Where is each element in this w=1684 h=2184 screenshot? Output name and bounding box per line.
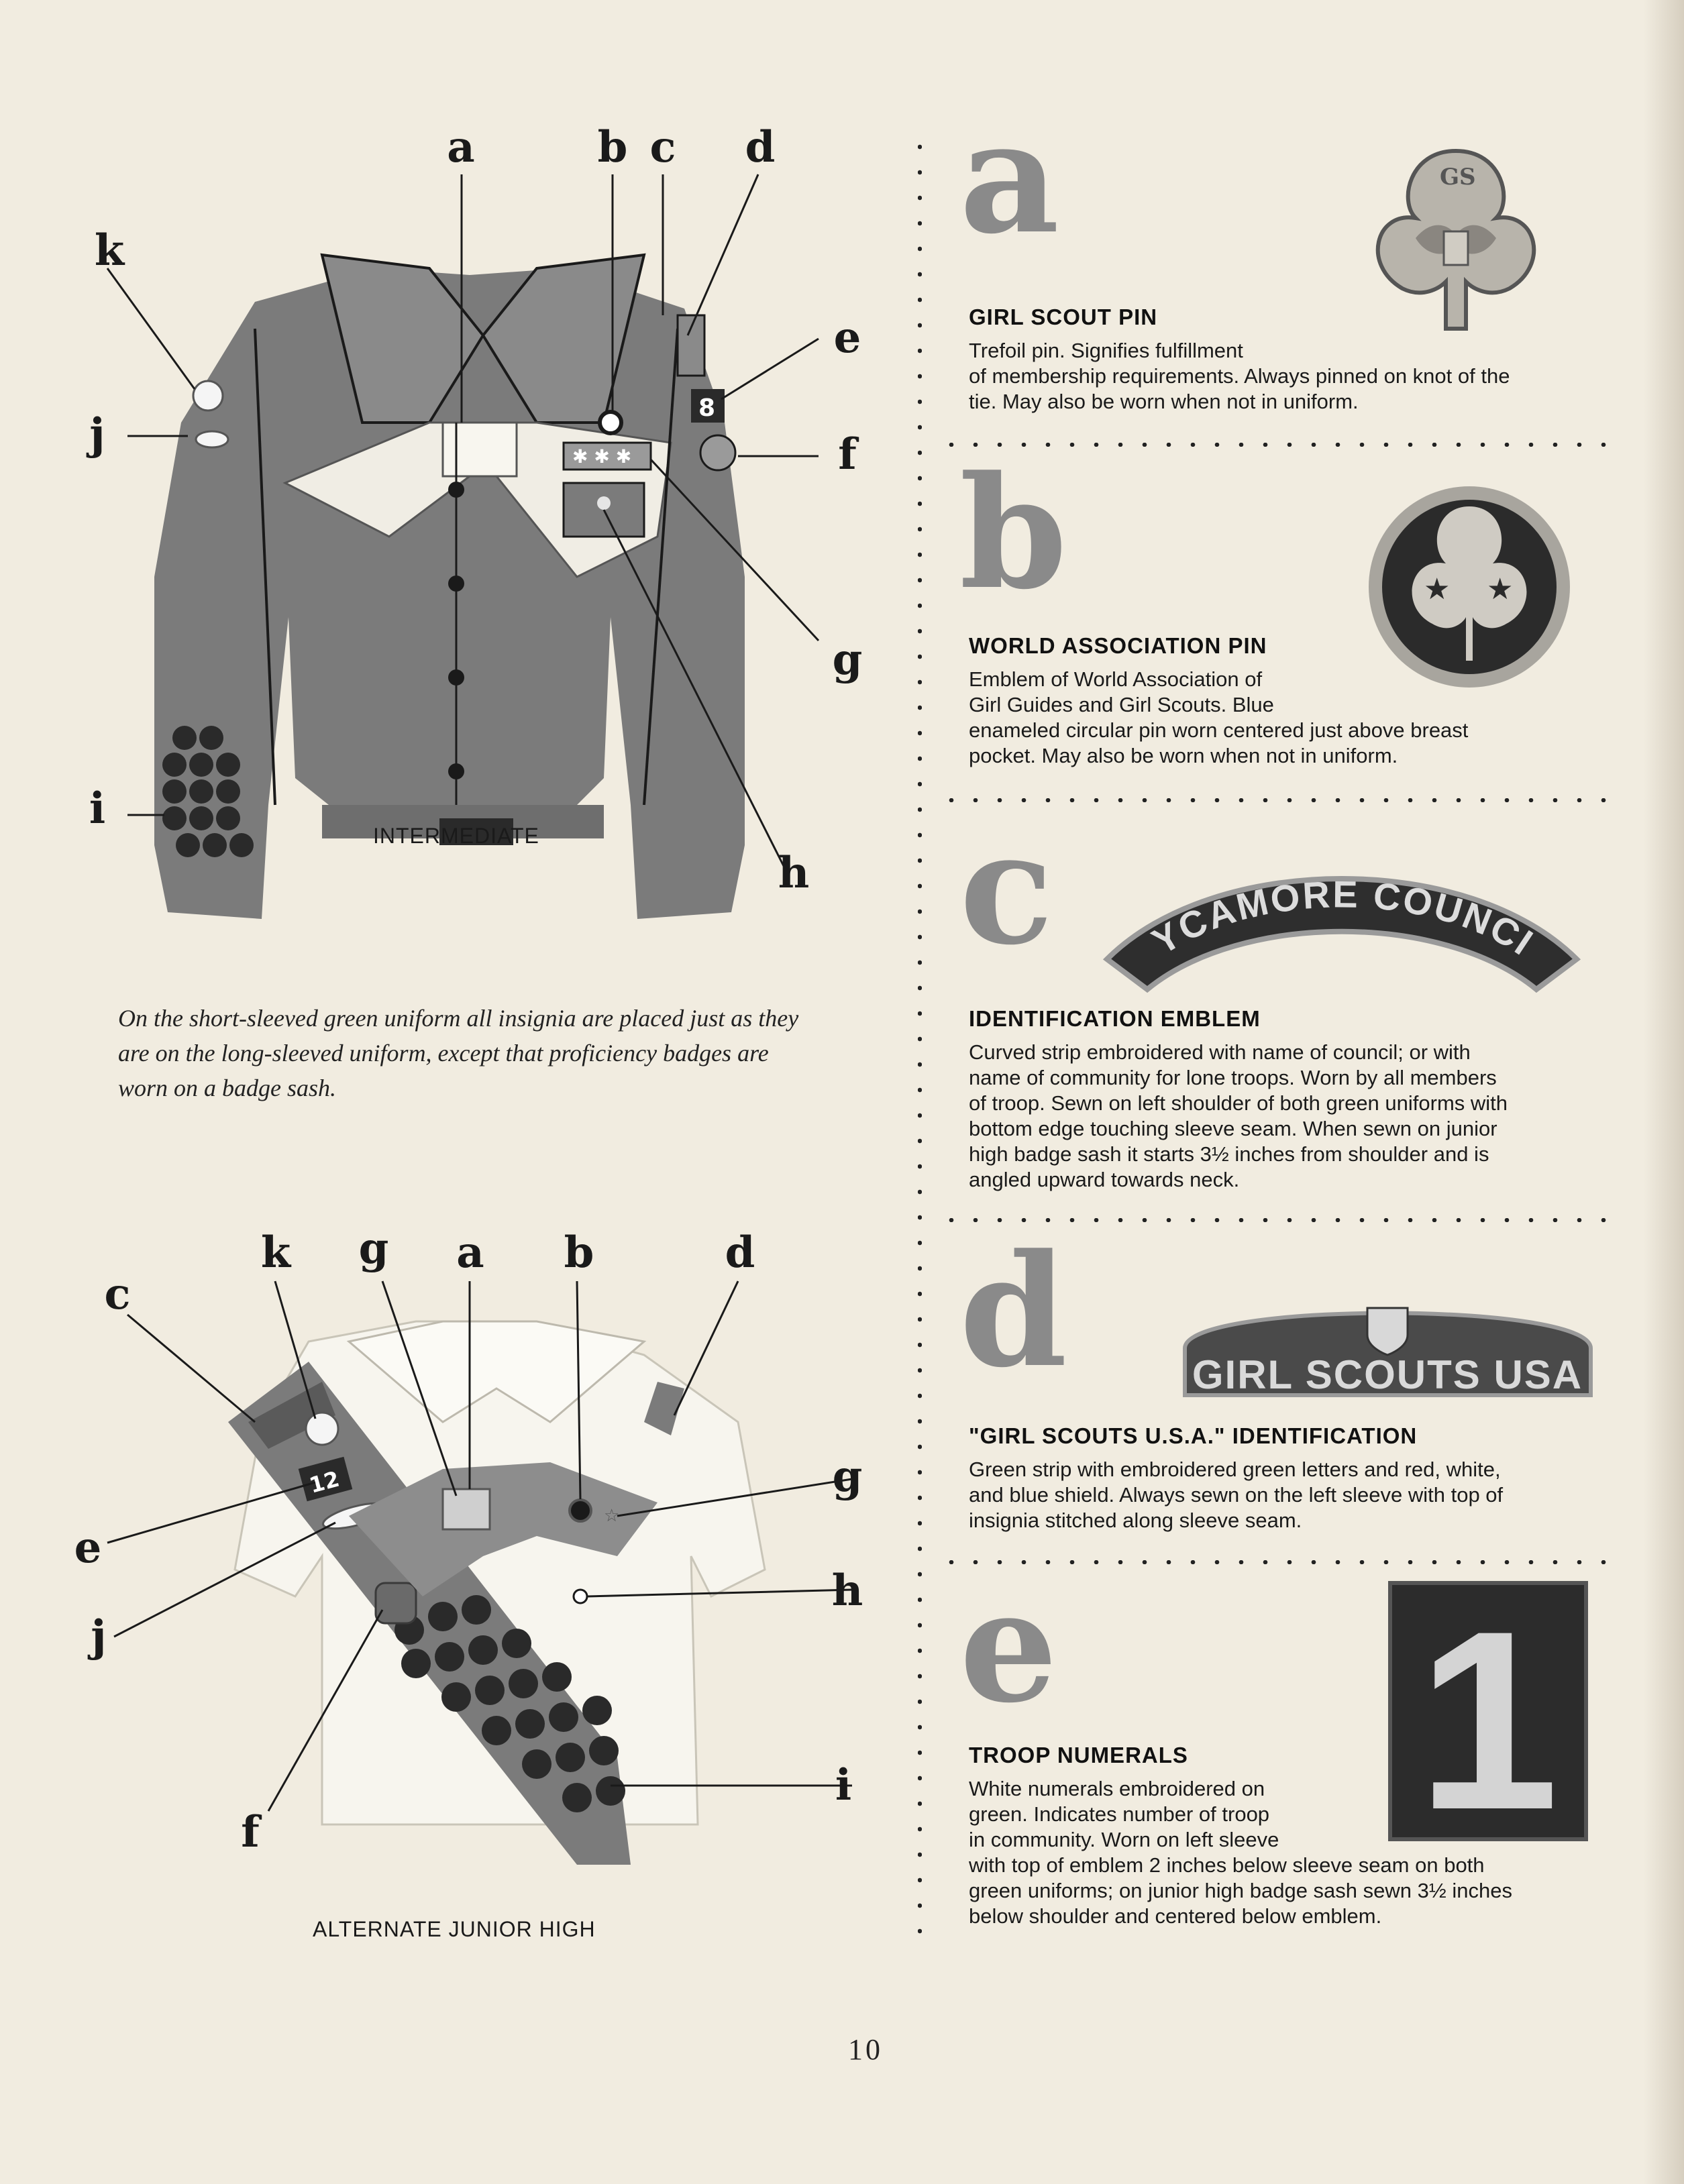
bottom-label-e: e [74, 1523, 102, 1573]
top-label-j: j [89, 409, 105, 459]
section-a-body: Trefoil pin. Signifies fulfillment of me… [969, 338, 1599, 415]
top-label-f: f [838, 429, 857, 480]
section-a-line-3: tie. May also be worn when not in unifor… [969, 390, 1359, 413]
bottom-label-a: a [456, 1227, 484, 1278]
section-d-line-1: Green strip with embroidered green lette… [969, 1458, 1501, 1481]
top-label-a: a [447, 122, 475, 172]
section-b-line-2: Girl Guides and Girl Scouts. Blue [969, 693, 1274, 716]
section-e-line-6: below shoulder and centered below emblem… [969, 1904, 1382, 1928]
section-d-line-3: insignia stitched along sleeve seam. [969, 1509, 1302, 1532]
bottom-label-d: d [725, 1227, 755, 1278]
junior-high-caption: ALTERNATE JUNIOR HIGH [313, 1917, 596, 1941]
section-e-line-3: in community. Worn on left sleeve [969, 1828, 1279, 1851]
section-c-line-2: name of community for lone troops. Worn … [969, 1066, 1497, 1089]
top-label-h: h [778, 848, 810, 898]
section-divider-2 [939, 798, 1610, 802]
section-a-letter: a [959, 87, 1060, 268]
sycamore-council-strip-image: SYCAMORE COUNCIL [1094, 825, 1581, 993]
section-divider-4 [939, 1560, 1610, 1564]
bottom-label-h: h [831, 1566, 863, 1616]
section-c-title: IDENTIFICATION EMBLEM [969, 1006, 1261, 1031]
column-divider [918, 134, 922, 1939]
section-e-letter: e [959, 1556, 1058, 1737]
page-number: 10 [848, 2033, 883, 2066]
section-b-body: Emblem of World Association of Girl Guid… [969, 667, 1599, 769]
bottom-label-f: f [241, 1807, 260, 1857]
top-label-k: k [94, 225, 125, 276]
bottom-label-g2: g [832, 1452, 863, 1502]
short-sleeve-note: On the short-sleeved green uniform all i… [118, 1005, 799, 1101]
svg-text:★: ★ [1487, 572, 1513, 606]
junior-high-uniform-illustration: 12 ☆ [107, 1280, 853, 1865]
section-c-line-3: of troop. Sewn on left shoulder of both … [969, 1091, 1508, 1115]
section-e-line-4: with top of emblem 2 inches below sleeve… [969, 1853, 1485, 1877]
top-label-g: g [832, 635, 863, 685]
page-edge-shadow [1644, 0, 1684, 2184]
girl-scouts-usa-strip-image: GIRL SCOUTS USA [1183, 1307, 1593, 1397]
section-e-line-2: green. Indicates number of troop [969, 1802, 1270, 1826]
svg-text:★: ★ [1424, 572, 1450, 606]
section-a-title: GIRL SCOUT PIN [969, 305, 1158, 329]
section-e-body: White numerals embroidered on green. Ind… [969, 1776, 1599, 1929]
world-association-pin-image: ★ ★ [1369, 486, 1570, 688]
section-b-line-1: Emblem of World Association of [969, 667, 1263, 691]
section-c-line-4: bottom edge touching sleeve seam. When s… [969, 1117, 1497, 1140]
sash-badges [394, 1595, 625, 1812]
section-divider-1 [939, 443, 1610, 447]
section-c-line-6: angled upward towards neck. [969, 1168, 1240, 1191]
section-d-line-2: and blue shield. Always sewn on the left… [969, 1483, 1504, 1507]
bottom-label-c: c [104, 1269, 131, 1319]
section-c-line-1: Curved strip embroidered with name of co… [969, 1040, 1471, 1064]
top-label-b: b [597, 122, 628, 172]
section-c-letter: c [959, 798, 1054, 979]
svg-text:☆: ☆ [604, 1506, 619, 1526]
bottom-label-g: g [358, 1223, 389, 1274]
bottom-label-b: b [564, 1227, 594, 1278]
svg-text:8: 8 [698, 394, 715, 422]
proficiency-badges [162, 726, 254, 857]
section-b-line-4: pocket. May also be worn when not in uni… [969, 744, 1398, 767]
girl-scout-pin-image: GS [1375, 148, 1536, 331]
section-e-line-5: green uniforms; on junior high badge sas… [969, 1879, 1512, 1902]
svg-text:✱ ✱ ✱: ✱ ✱ ✱ [572, 445, 631, 468]
section-a-line-2: of membership requirements. Always pinne… [969, 364, 1510, 388]
section-d-title: "GIRL SCOUTS U.S.A." IDENTIFICATION [969, 1423, 1418, 1448]
jacket-collar [320, 253, 485, 424]
troop-numeral-patch-image: 1 [1388, 1580, 1588, 1842]
section-c-line-5: high badge sash it starts 3½ inches from… [969, 1142, 1489, 1166]
pin-initials: GS [1440, 164, 1476, 190]
intermediate-caption: INTERMEDIATE [373, 824, 539, 848]
bottom-label-i: i [835, 1760, 852, 1810]
section-d-body: Green strip with embroidered green lette… [969, 1457, 1599, 1533]
section-e-line-1: White numerals embroidered on [969, 1777, 1265, 1800]
usa-strip-text: GIRL SCOUTS USA [1192, 1352, 1583, 1397]
section-c-body: Curved strip embroidered with name of co… [969, 1040, 1599, 1193]
section-b-letter: b [959, 443, 1067, 624]
section-b-title: WORLD ASSOCIATION PIN [969, 633, 1267, 658]
top-label-i: i [89, 783, 106, 834]
section-e-title: TROOP NUMERALS [969, 1743, 1188, 1767]
section-d-letter: d [959, 1221, 1067, 1402]
top-label-d: d [745, 122, 776, 172]
section-b-line-3: enameled circular pin worn centered just… [969, 718, 1469, 742]
section-divider-3 [939, 1218, 1610, 1222]
bottom-label-k: k [260, 1227, 291, 1278]
top-label-c: c [649, 122, 676, 172]
intermediate-uniform-illustration: ✱ ✱ ✱ 8 [106, 174, 820, 919]
bottom-label-j: j [91, 1611, 107, 1661]
top-label-e: e [833, 313, 861, 363]
section-a-line-1: Trefoil pin. Signifies fulfillment [969, 339, 1243, 362]
troop-numeral-text: 1 [1417, 1580, 1559, 1842]
